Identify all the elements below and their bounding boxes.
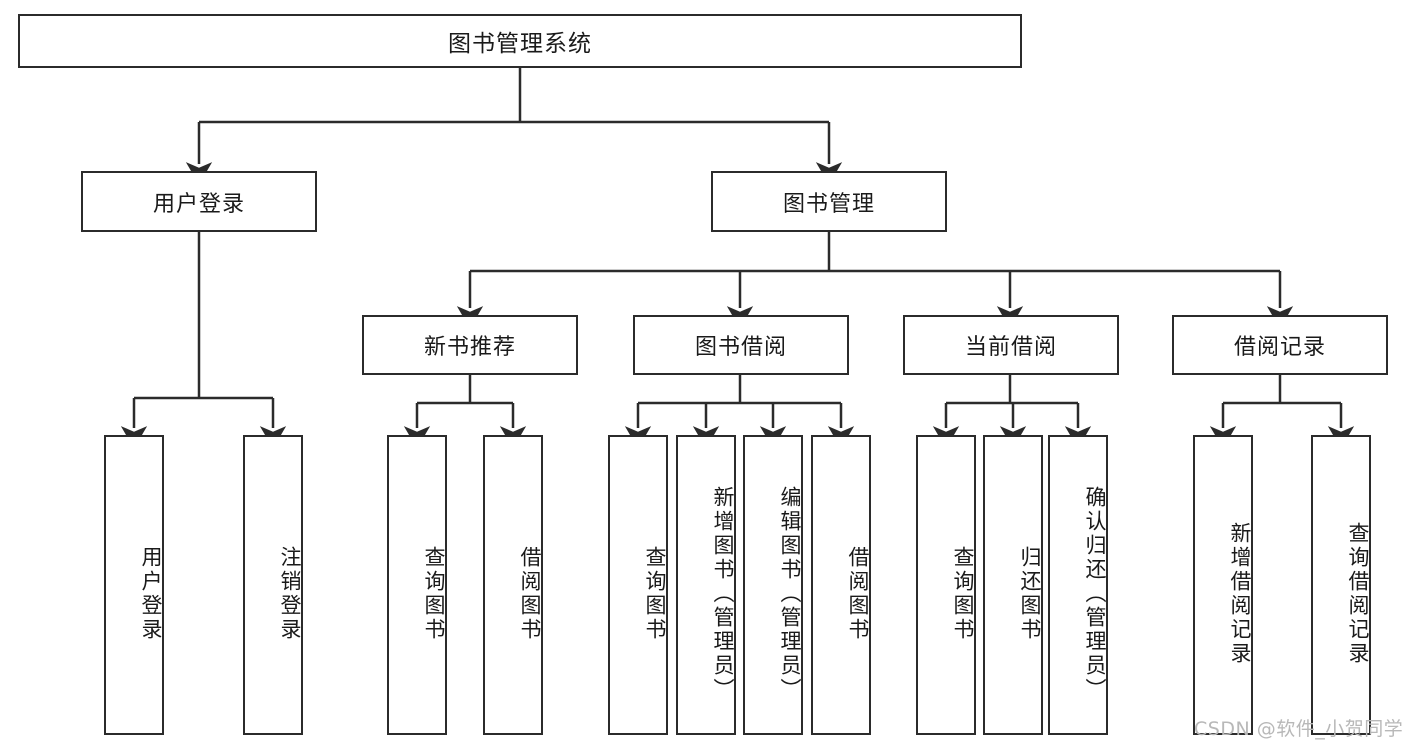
node-leaf-borrow-book-1-label: 借阅图书 bbox=[518, 546, 542, 642]
node-leaf-query-book-2-label: 查询图书 bbox=[643, 546, 667, 642]
node-leaf-query-book-3-label: 查询图书 bbox=[951, 546, 975, 642]
node-new-book-recommend[interactable]: 新书推荐 bbox=[362, 315, 578, 375]
node-leaf-query-book-3[interactable]: 查询图书 bbox=[916, 435, 976, 735]
node-leaf-borrow-book-1[interactable]: 借阅图书 bbox=[483, 435, 543, 735]
node-leaf-borrow-book-2[interactable]: 借阅图书 bbox=[811, 435, 871, 735]
node-borrow-record-label: 借阅记录 bbox=[1233, 335, 1326, 360]
node-leaf-edit-book[interactable]: 编辑图书（管理员） bbox=[743, 435, 803, 735]
node-current-borrow[interactable]: 当前借阅 bbox=[903, 315, 1119, 375]
node-leaf-return-book-label: 归还图书 bbox=[1018, 546, 1042, 642]
node-book-borrow-label: 图书借阅 bbox=[694, 335, 787, 360]
node-leaf-user-login-label: 用户登录 bbox=[139, 546, 163, 642]
node-new-book-recommend-label: 新书推荐 bbox=[423, 335, 516, 360]
node-user-login-label: 用户登录 bbox=[152, 191, 245, 217]
node-leaf-query-record-label: 查询借阅记录 bbox=[1346, 522, 1370, 666]
node-leaf-return-book[interactable]: 归还图书 bbox=[983, 435, 1043, 735]
node-book-manage-label: 图书管理 bbox=[782, 191, 875, 217]
node-user-login[interactable]: 用户登录 bbox=[81, 171, 317, 232]
node-leaf-query-book-2[interactable]: 查询图书 bbox=[608, 435, 668, 735]
node-leaf-edit-book-label: 编辑图书（管理员） bbox=[778, 486, 802, 702]
node-leaf-logout-login[interactable]: 注销登录 bbox=[243, 435, 303, 735]
node-leaf-logout-login-label: 注销登录 bbox=[278, 546, 302, 642]
node-leaf-add-record-label: 新增借阅记录 bbox=[1228, 522, 1252, 666]
node-leaf-query-book-1[interactable]: 查询图书 bbox=[387, 435, 447, 735]
csdn-watermark: CSDN @软件_小贺同学 bbox=[1194, 718, 1404, 740]
node-leaf-borrow-book-2-label: 借阅图书 bbox=[846, 546, 870, 642]
node-leaf-add-book[interactable]: 新增图书（管理员） bbox=[676, 435, 736, 735]
node-current-borrow-label: 当前借阅 bbox=[964, 335, 1057, 360]
node-book-manage[interactable]: 图书管理 bbox=[711, 171, 947, 232]
node-book-borrow[interactable]: 图书借阅 bbox=[633, 315, 849, 375]
node-leaf-add-book-label: 新增图书（管理员） bbox=[711, 486, 735, 702]
node-leaf-confirm-return-label: 确认归还（管理员） bbox=[1083, 486, 1107, 702]
node-leaf-add-record[interactable]: 新增借阅记录 bbox=[1193, 435, 1253, 735]
node-root-label: 图书管理系统 bbox=[448, 31, 592, 57]
node-leaf-query-book-1-label: 查询图书 bbox=[422, 546, 446, 642]
node-borrow-record[interactable]: 借阅记录 bbox=[1172, 315, 1388, 375]
node-root[interactable]: 图书管理系统 bbox=[18, 14, 1022, 68]
node-leaf-confirm-return[interactable]: 确认归还（管理员） bbox=[1048, 435, 1108, 735]
node-leaf-query-record[interactable]: 查询借阅记录 bbox=[1311, 435, 1371, 735]
node-leaf-user-login[interactable]: 用户登录 bbox=[104, 435, 164, 735]
